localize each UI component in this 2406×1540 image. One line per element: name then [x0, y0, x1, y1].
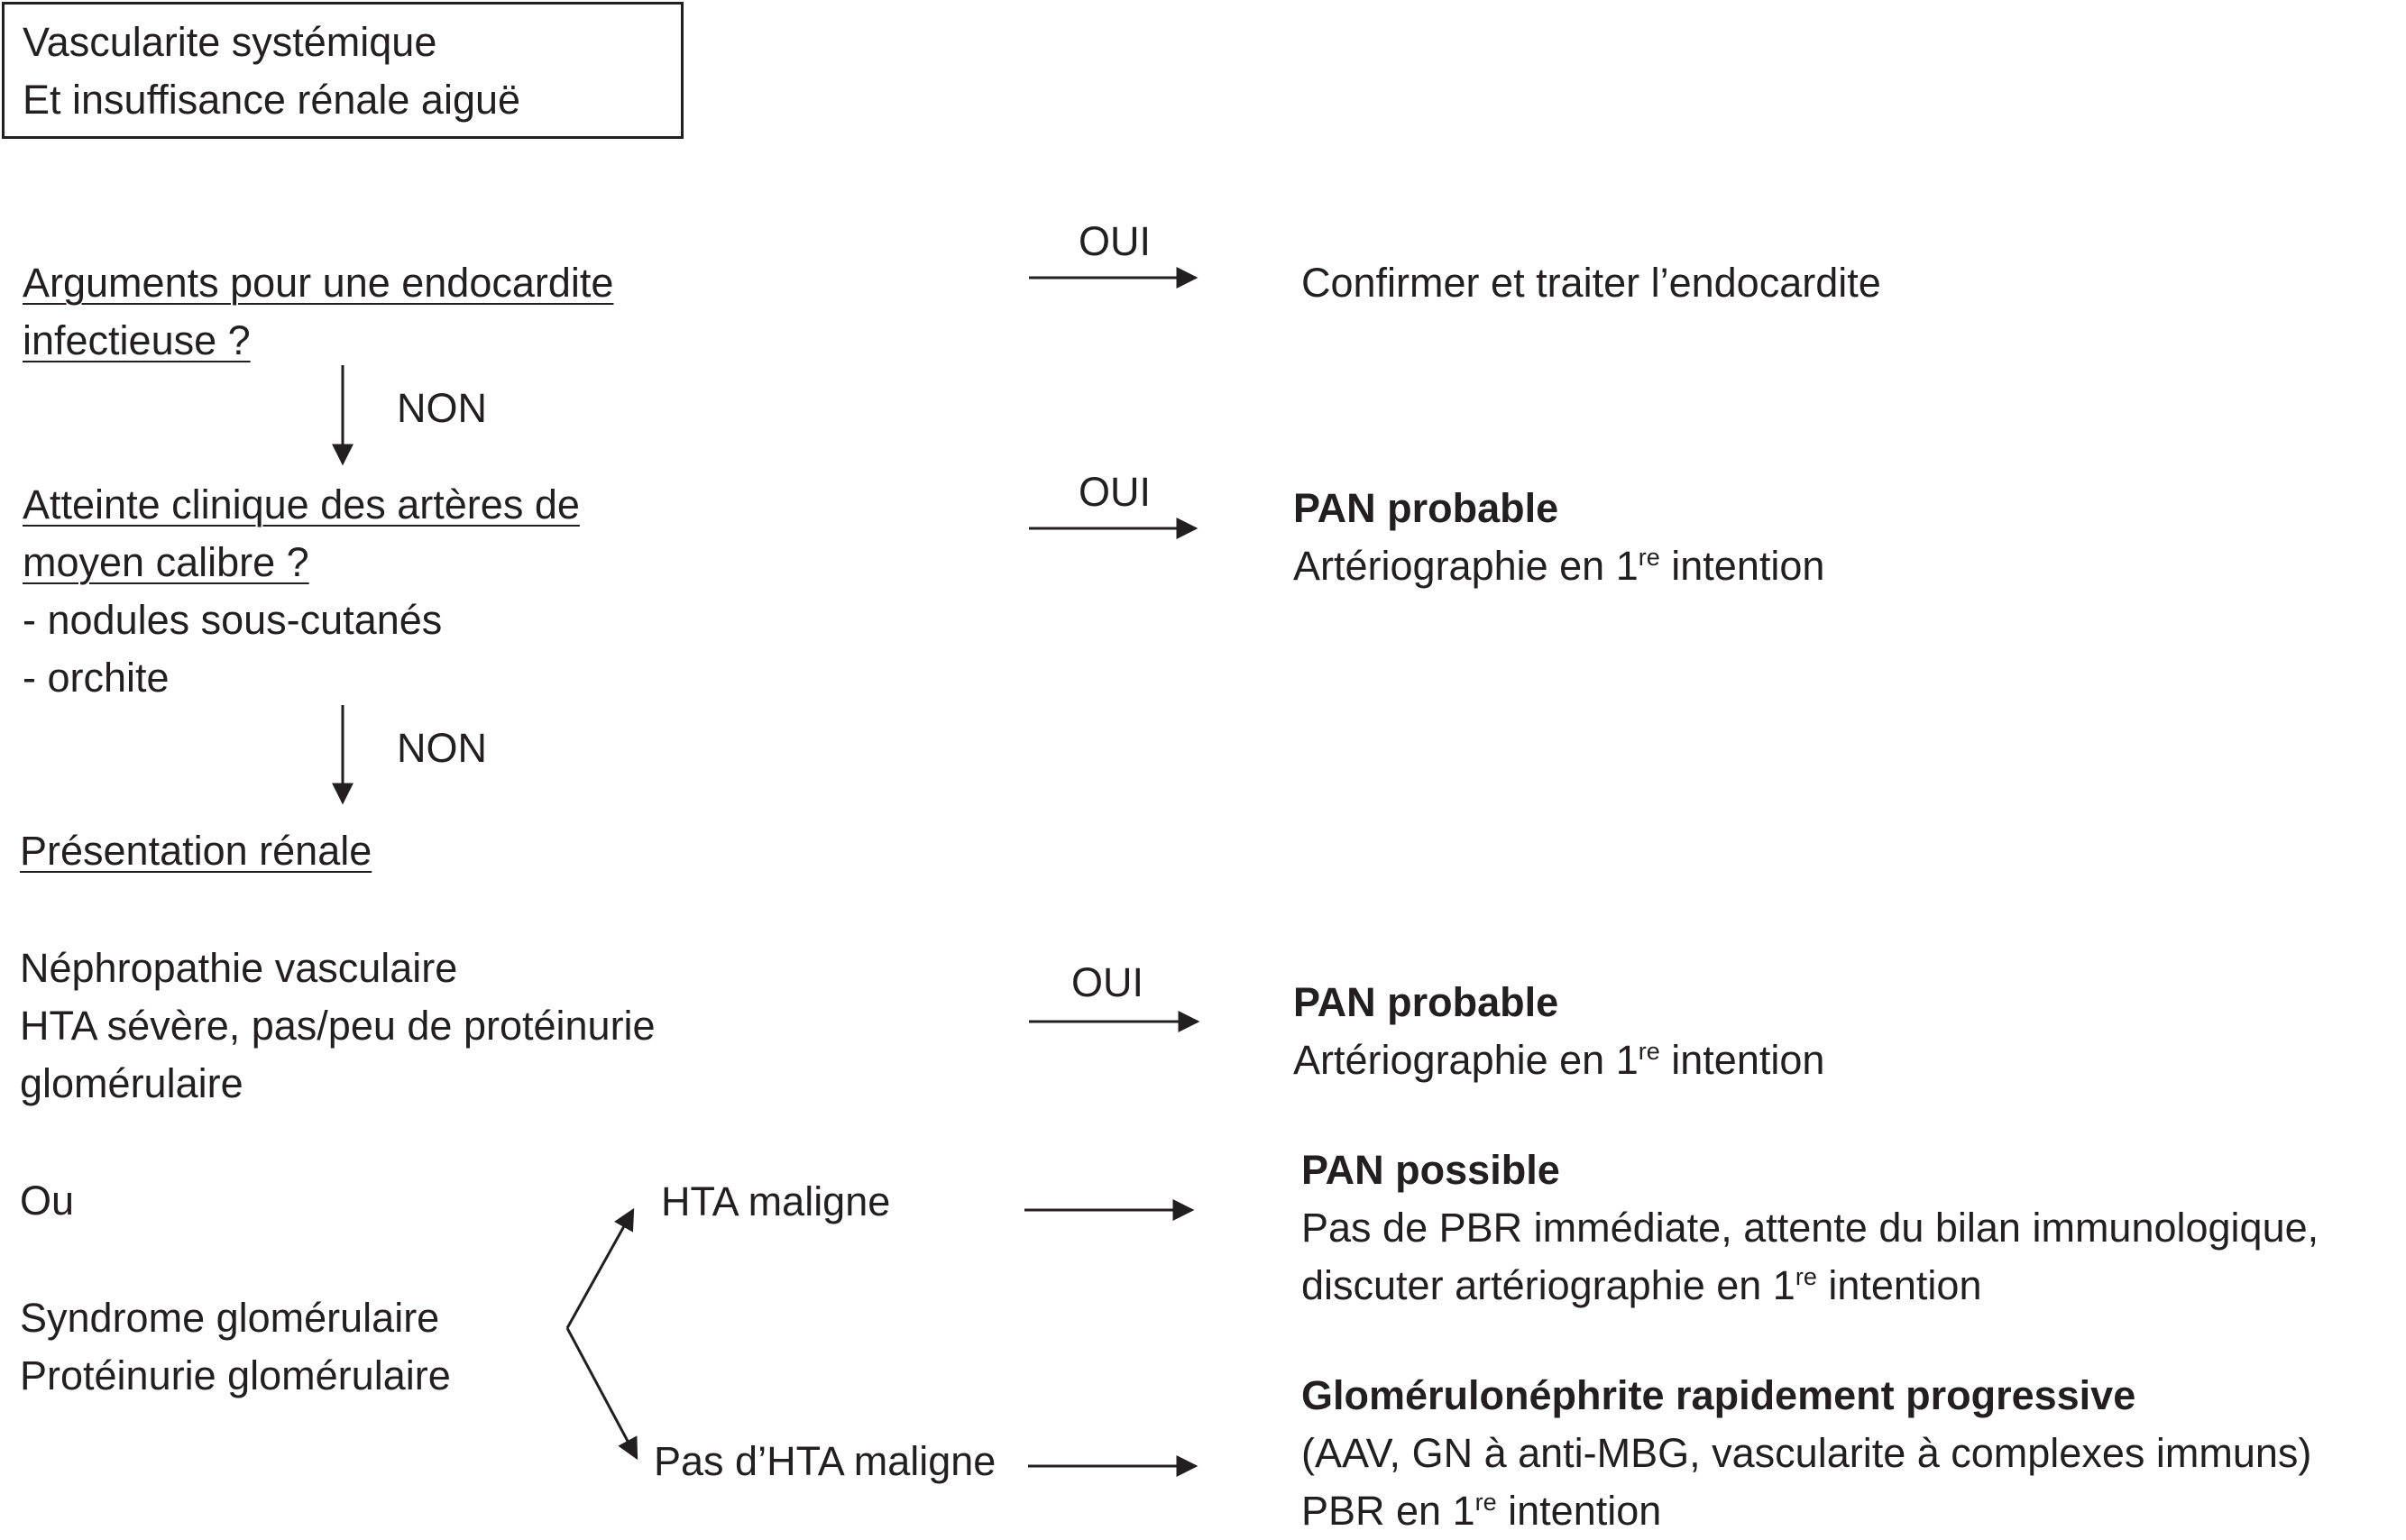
nephropathie-line-2: HTA sévère, pas/peu de protéinurie [20, 1003, 656, 1049]
pas-hta-maligne-node: Pas d’HTA maligne [654, 1438, 996, 1484]
title-line-1: Vascularite systémique [23, 19, 437, 65]
outcome-pan-probable-title-2: PAN probable [1293, 979, 1559, 1025]
hta-maligne-node: HTA maligne [661, 1178, 891, 1224]
syndrome-line-2: Protéinurie glomérulaire [20, 1352, 451, 1398]
presentation-renale: Présentation rénale [20, 828, 372, 874]
arrow-branch-up [565, 1207, 635, 1329]
outcome-pan-probable-title-1: PAN probable [1293, 485, 1559, 531]
outcome-pan-possible-title: PAN possible [1301, 1147, 1560, 1193]
ou-label: Ou [20, 1178, 75, 1224]
arrow-branch-down [565, 1327, 638, 1461]
edge-label-oui-nephropathie: OUI [1071, 959, 1144, 1005]
outcome-gnrp-line-2: PBR en 1re intention [1301, 1488, 1662, 1534]
outcome-pan-possible-line-1: Pas de PBR immédiate, attente du bilan i… [1301, 1205, 2319, 1251]
title-box [2, 2, 684, 139]
edge-label-oui-arteres: OUI [1079, 469, 1152, 515]
syndrome-line-1: Syndrome glomérulaire [20, 1295, 440, 1341]
outcome-pan-possible-line-2: discuter artériographie en 1re intention [1301, 1262, 1982, 1308]
nephropathie-line-1: Néphropathie vasculaire [20, 945, 458, 991]
arteres-question-line-1: Atteinte clinique des artères de [23, 481, 580, 527]
edge-label-non-2: NON [397, 725, 487, 771]
arteres-sign-orchite: - orchite [23, 655, 170, 701]
outcome-gnrp-line-1: (AAV, GN à anti-MBG, vascularite à compl… [1301, 1430, 2312, 1476]
arteres-sign-nodules: - nodules sous-cutanés [23, 597, 443, 643]
outcome-gnrp-title: Glomérulonéphrite rapidement progressive [1301, 1372, 2136, 1418]
edge-label-oui-endocardite: OUI [1079, 218, 1152, 264]
outcome-pan-probable-text-1: Artériographie en 1re intention [1293, 543, 1825, 589]
arteres-question-line-2: moyen calibre ? [23, 539, 309, 585]
nephropathie-line-3: glomérulaire [20, 1060, 243, 1106]
outcome-endocardite: Confirmer et traiter l’endocardite [1301, 260, 1881, 306]
endocardite-question-line-1: Arguments pour une endocardite [23, 260, 614, 306]
title-line-2: Et insuffisance rénale aiguë [23, 77, 521, 123]
edge-label-non-1: NON [397, 385, 487, 431]
endocardite-question-line-2: infectieuse ? [23, 317, 251, 363]
outcome-pan-probable-text-2: Artériographie en 1re intention [1293, 1037, 1825, 1083]
